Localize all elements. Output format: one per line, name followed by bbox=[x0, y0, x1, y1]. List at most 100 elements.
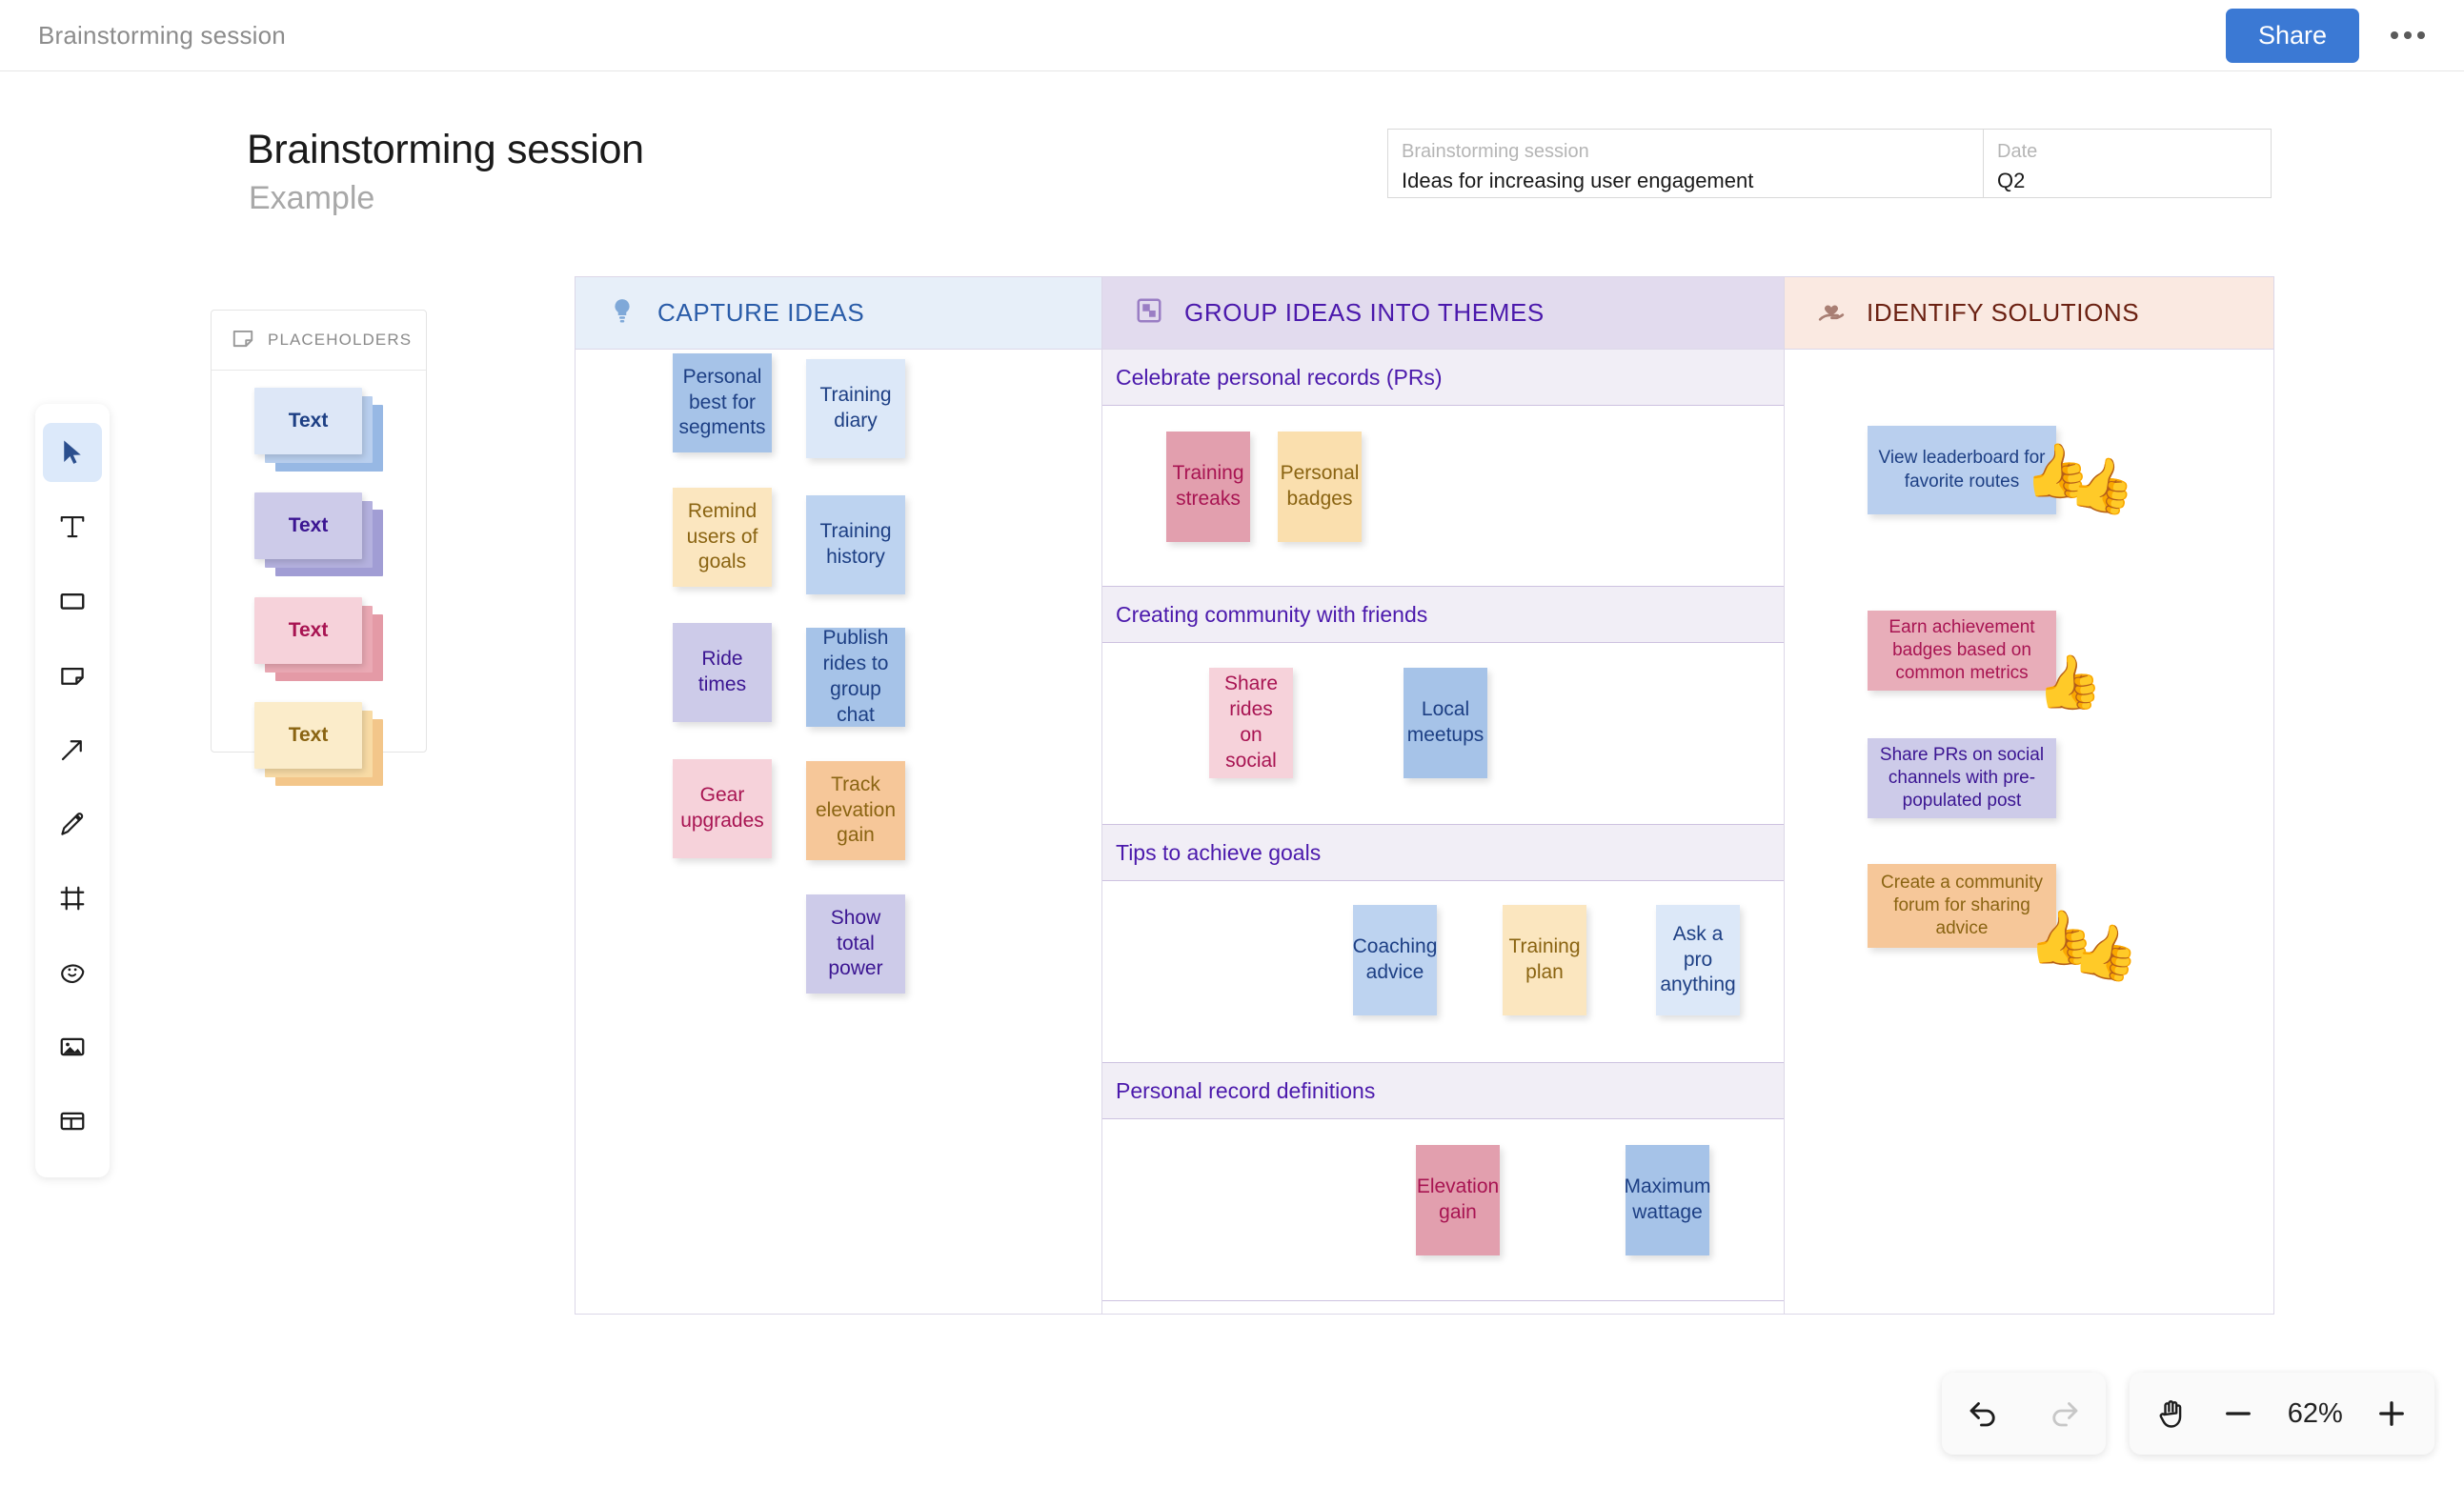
column-capture-title: CAPTURE IDEAS bbox=[657, 298, 865, 327]
sticky-note[interactable]: Local meetups bbox=[1404, 668, 1487, 778]
info-box-topic-cell[interactable]: Brainstorming session Ideas for increasi… bbox=[1388, 130, 1984, 197]
text-tool[interactable] bbox=[43, 497, 102, 556]
sticky-note-text: View leaderboard for favorite routes bbox=[1878, 448, 2046, 492]
window-title: Brainstorming session bbox=[38, 20, 286, 50]
sticky-note[interactable]: Share rides on social bbox=[1209, 668, 1293, 778]
thumbs-up-icon[interactable]: 👍👍 bbox=[2025, 905, 2144, 986]
heart-hand-icon bbox=[1817, 296, 1846, 330]
column-solutions-title: IDENTIFY SOLUTIONS bbox=[1867, 298, 2140, 327]
sticky-note[interactable]: Earn achievement badges based on common … bbox=[1868, 611, 2056, 691]
redo-icon[interactable] bbox=[2038, 1387, 2091, 1440]
sticky-note-tool[interactable] bbox=[43, 646, 102, 705]
hand-icon[interactable] bbox=[2146, 1387, 2199, 1440]
info-box-date-cell[interactable]: Date Q2 bbox=[1984, 130, 2271, 197]
sticky-note[interactable]: Remind users of goals bbox=[673, 488, 772, 587]
sticky-note-text: Ride times bbox=[697, 648, 747, 695]
group-theme-zone: Coaching advice Training plan Ask a pro an… bbox=[1102, 881, 1784, 1063]
sticky-note-text: Remind users of goals bbox=[686, 499, 758, 573]
group-theme-header[interactable]: Personal record definitions bbox=[1102, 1063, 1784, 1119]
lightbulb-icon bbox=[608, 296, 636, 330]
more-horizontal-icon[interactable] bbox=[2386, 16, 2430, 54]
board-frame: CAPTURE IDEAS Personal best for segments… bbox=[575, 276, 2274, 1315]
info-box-topic-label: Brainstorming session bbox=[1402, 141, 1589, 162]
placeholder-stack-label: Text bbox=[288, 514, 329, 536]
sticky-note-text: Training streaks bbox=[1172, 462, 1244, 510]
group-theme-header[interactable]: Tips to achieve goals bbox=[1102, 825, 1784, 881]
sticky-note[interactable]: Track elevation gain bbox=[806, 761, 905, 860]
sticky-note[interactable]: Show total power bbox=[806, 894, 905, 994]
sticky-note-text: Local meetups bbox=[1406, 698, 1484, 746]
sticky-note-text: Share rides on social bbox=[1223, 673, 1279, 772]
sticky-note[interactable]: Coaching advice bbox=[1353, 905, 1437, 1015]
zoom-in-button[interactable] bbox=[2365, 1387, 2418, 1440]
page-subtitle: Example bbox=[249, 180, 375, 216]
undo-redo-group bbox=[1942, 1373, 2106, 1455]
arrow-icon[interactable] bbox=[43, 720, 102, 779]
emoji-icon[interactable] bbox=[43, 943, 102, 1002]
top-bar-actions: Share bbox=[2225, 8, 2430, 63]
sticky-note[interactable]: Training streaks bbox=[1166, 432, 1250, 542]
group-theme-zone: Elevation gain Maximum wattage bbox=[1102, 1119, 1784, 1301]
placeholder-stack-label: Text bbox=[288, 410, 329, 432]
sticky-note[interactable]: Elevation gain bbox=[1416, 1145, 1500, 1255]
rectangle-icon[interactable] bbox=[43, 572, 102, 631]
sticky-note-text: Coaching advice bbox=[1352, 935, 1438, 983]
sticky-note-text: Share PRs on social channels with pre-po… bbox=[1879, 744, 2045, 812]
tool-rail bbox=[35, 404, 110, 1177]
placeholder-stack[interactable]: Text bbox=[254, 702, 383, 786]
sticky-note[interactable]: Ride times bbox=[673, 623, 772, 722]
placeholder-stack-label: Text bbox=[288, 724, 329, 746]
thumbs-up-icon[interactable]: 👍👍 bbox=[2021, 438, 2140, 519]
sticky-note-text: Earn achievement badges based on common … bbox=[1888, 616, 2035, 684]
group-theme-zone: Training streaks Personal badges bbox=[1102, 406, 1784, 587]
sticky-note[interactable]: Gear upgrades bbox=[673, 759, 772, 858]
zoom-out-button[interactable] bbox=[2212, 1387, 2265, 1440]
placeholder-stack[interactable]: Text bbox=[254, 492, 383, 576]
share-button[interactable]: Share bbox=[2225, 8, 2359, 63]
select-tool[interactable] bbox=[43, 423, 102, 482]
sticky-note-text: Track elevation gain bbox=[815, 773, 897, 847]
group-theme-header[interactable]: Celebrate personal records (PRs) bbox=[1102, 350, 1784, 406]
thumbs-up-icon[interactable]: 👍 bbox=[2033, 650, 2105, 715]
sticky-note[interactable]: Share PRs on social channels with pre-po… bbox=[1868, 738, 2056, 818]
pen-icon[interactable] bbox=[43, 794, 102, 853]
group-theme-zone: Share rides on social Local meetups bbox=[1102, 643, 1784, 825]
placeholders-header: PLACEHOLDERS bbox=[212, 311, 426, 371]
sticky-note[interactable]: Ask a pro anything bbox=[1656, 905, 1740, 1015]
sticky-note[interactable]: Training history bbox=[806, 495, 905, 594]
sticky-note[interactable]: Maximum wattage bbox=[1624, 1145, 1711, 1255]
placeholders-header-label: PLACEHOLDERS bbox=[268, 331, 413, 349]
sticky-note-text: Maximum wattage bbox=[1624, 1175, 1711, 1223]
image-icon[interactable] bbox=[43, 1017, 102, 1076]
capture-notes-area: Personal best for segments Training diary… bbox=[576, 350, 1101, 1314]
sticky-note[interactable]: View leaderboard for favorite routes bbox=[1868, 426, 2056, 514]
sticky-note-text: Show total power bbox=[828, 906, 883, 980]
sticky-note-text: Personal badges bbox=[1280, 462, 1360, 510]
undo-icon[interactable] bbox=[1956, 1387, 2010, 1440]
placeholder-stack[interactable]: Text bbox=[254, 597, 383, 681]
placeholder-stack[interactable]: Text bbox=[254, 388, 383, 472]
template-icon[interactable] bbox=[43, 1092, 102, 1151]
column-group-title: GROUP IDEAS INTO THEMES bbox=[1184, 298, 1545, 327]
info-box-date-label: Date bbox=[1997, 141, 2038, 162]
sticky-note[interactable]: Personal best for segments bbox=[673, 353, 772, 452]
sticky-note-text: Elevation gain bbox=[1416, 1175, 1500, 1223]
sticky-note-icon bbox=[231, 326, 255, 355]
sticky-note[interactable]: Training plan bbox=[1503, 905, 1586, 1015]
sticky-note[interactable]: Personal badges bbox=[1278, 432, 1362, 542]
sticky-note[interactable]: Training diary bbox=[806, 359, 905, 458]
sticky-note[interactable]: Publish rides to group chat bbox=[806, 627, 905, 727]
sticky-note-text: Training plan bbox=[1508, 935, 1581, 983]
sticky-note[interactable]: Create a community forum for sharing adv… bbox=[1868, 864, 2056, 948]
group-theme-label: Personal record definitions bbox=[1116, 1077, 1376, 1103]
column-identify-solutions: IDENTIFY SOLUTIONS View leaderboard for … bbox=[1785, 277, 2273, 1314]
group-theme-header[interactable]: Creating community with friends bbox=[1102, 587, 1784, 643]
column-capture-header: CAPTURE IDEAS bbox=[576, 277, 1101, 350]
zoom-controls: 62% bbox=[2130, 1373, 2434, 1455]
column-group-header: GROUP IDEAS INTO THEMES bbox=[1102, 277, 1784, 350]
page-title: Brainstorming session bbox=[247, 127, 644, 172]
zoom-level-label: 62% bbox=[2287, 1397, 2343, 1429]
frame-icon[interactable] bbox=[43, 869, 102, 928]
sticky-note-text: Gear upgrades bbox=[680, 784, 764, 832]
